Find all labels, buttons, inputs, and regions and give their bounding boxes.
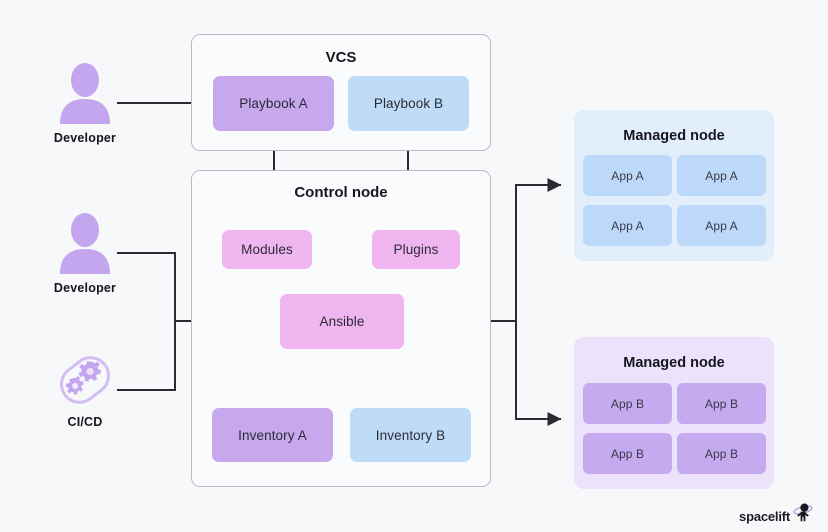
control-node-title: Control node [294, 184, 388, 201]
actor-developer-mid: Developer [44, 212, 126, 295]
plugins-label: Plugins [393, 242, 439, 257]
actor-developer-top-label: Developer [53, 131, 117, 145]
app-label: App A [611, 168, 644, 183]
app-label: App B [610, 396, 645, 411]
inventory-b-node[interactable]: Inventory B [350, 408, 471, 462]
brand-name: spacelift [739, 509, 790, 524]
inventory-a-label: Inventory A [238, 427, 307, 443]
modules-label: Modules [241, 242, 293, 257]
app-label: App B [610, 446, 645, 461]
modules-node[interactable]: Modules [222, 230, 312, 269]
actor-cicd-label: CI/CD [67, 415, 103, 429]
brand-logo: spacelift [739, 502, 814, 524]
managed-node-2-app-4[interactable]: App B [677, 433, 766, 474]
managed-node-1-title: Managed node [623, 128, 725, 144]
managed-node-2-app-1[interactable]: App B [583, 383, 672, 424]
playbook-b-node[interactable]: Playbook B [348, 76, 469, 131]
wire-actors-merge [117, 252, 176, 391]
managed-node-2-title: Managed node [623, 355, 725, 371]
control-node-title-plate [277, 177, 405, 202]
managed-node-1-app-4[interactable]: App A [677, 205, 766, 246]
actor-developer-mid-label: Developer [53, 281, 117, 295]
actor-developer-top: Developer [44, 62, 126, 145]
managed-node-1-app-2[interactable]: App A [677, 155, 766, 196]
playbook-b-label: Playbook B [373, 96, 444, 111]
wire-to-managed-node-2 [515, 320, 562, 426]
app-label: App A [611, 218, 644, 233]
app-label: App B [704, 396, 739, 411]
vcs-title: VCS [325, 49, 357, 66]
inventory-a-node[interactable]: Inventory A [212, 408, 333, 462]
user-icon [60, 63, 110, 124]
ansible-label: Ansible [319, 314, 365, 329]
inventory-b-label: Inventory B [375, 427, 446, 443]
spacelift-planet-icon [793, 503, 813, 522]
wire-to-managed-node-1 [515, 178, 562, 322]
app-label: App A [705, 218, 738, 233]
cicd-gears-icon [59, 356, 111, 404]
user-icon [60, 213, 110, 274]
managed-node-1-app-3[interactable]: App A [583, 205, 672, 246]
managed-node-1-app-1[interactable]: App A [583, 155, 672, 196]
plugins-node[interactable]: Plugins [372, 230, 460, 269]
app-label: App A [705, 168, 738, 183]
playbook-a-label: Playbook A [239, 96, 308, 111]
app-label: App B [704, 446, 739, 461]
managed-node-2-app-2[interactable]: App B [677, 383, 766, 424]
ansible-node[interactable]: Ansible [280, 294, 404, 349]
actor-cicd: CI/CD [44, 352, 126, 429]
managed-node-2-app-3[interactable]: App B [583, 433, 672, 474]
playbook-a-node[interactable]: Playbook A [213, 76, 334, 131]
